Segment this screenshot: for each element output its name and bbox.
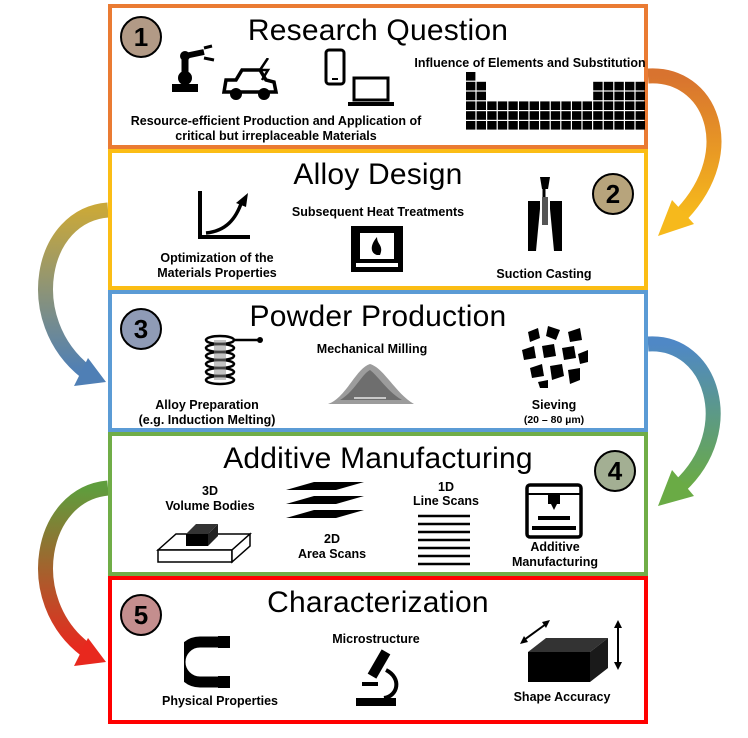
induction-coil-icon — [204, 334, 263, 386]
step-alloy-design: Alloy Design 2 Optimization of the Mater… — [108, 149, 648, 290]
label-optimization-2: Materials Properties — [157, 266, 277, 280]
label-alloy-preparation-2: (e.g. Induction Melting) — [138, 413, 276, 427]
connector-4-5 — [38, 480, 110, 666]
label-shape-accuracy: Shape Accuracy — [513, 690, 611, 704]
robot-arm-icon — [172, 44, 215, 92]
line-scan-icon — [418, 514, 470, 566]
sieved-particles-icon — [522, 326, 588, 388]
step-title: Characterization — [267, 586, 489, 619]
label-sieving-range: (20 – 80 µm) — [523, 414, 585, 426]
connector-1-2 — [647, 68, 722, 236]
step-number-badge: 5 — [120, 594, 162, 636]
volume-body-icon — [156, 524, 252, 564]
label-microstructure: Microstructure — [332, 632, 420, 646]
magnet-icon — [184, 636, 230, 688]
powder-pile-icon — [328, 364, 414, 404]
suction-casting-icon — [528, 177, 562, 251]
label-area-scans: Area Scans — [297, 547, 367, 561]
step-characterization: Characterization 5 Physical Properties M… — [108, 576, 648, 724]
step-number-badge: 4 — [594, 450, 636, 492]
3d-printer-icon — [525, 483, 583, 539]
electric-car-icon — [221, 58, 279, 100]
label-mechanical-milling: Mechanical Milling — [316, 342, 428, 356]
label-production: Resource-efficient Production and Applic… — [130, 114, 422, 128]
label-manufacturing: Manufacturing — [511, 555, 599, 569]
periodic-table-icon — [466, 72, 645, 130]
label-alloy-preparation: Alloy Preparation — [155, 398, 259, 412]
step-number-badge: 2 — [592, 173, 634, 215]
rising-curve-icon — [198, 191, 250, 239]
label-elements: Influence of Elements and Substitution — [414, 56, 646, 70]
label-physical-properties: Physical Properties — [161, 694, 279, 708]
step-number-badge: 1 — [120, 16, 162, 58]
label-suction-casting: Suction Casting — [496, 267, 592, 281]
smartphone-icon — [324, 48, 346, 86]
label-heat-treatments: Subsequent Heat Treatments — [291, 205, 465, 219]
step-research-question: Research Question 1 Resource-efficient P… — [108, 4, 648, 149]
step-title: Additive Manufacturing — [223, 442, 533, 475]
label-production-2: critical but irreplaceable Materials — [175, 129, 377, 143]
laptop-icon — [348, 76, 394, 106]
step-title: Research Question — [247, 14, 509, 47]
step-additive-manufacturing: Additive Manufacturing 4 — [108, 432, 648, 576]
label-optimization: Optimization of the — [160, 251, 274, 265]
label-line-dim: 1D — [438, 480, 454, 494]
label-area-dim: 2D — [324, 532, 340, 546]
label-volume-dim: 3D — [202, 484, 218, 498]
area-scan-icon — [286, 482, 364, 518]
step-title: Alloy Design — [293, 158, 463, 191]
label-line-scans: Line Scans — [413, 494, 479, 508]
step-number-badge: 3 — [120, 308, 162, 350]
step-powder-production: Powder Production 3 — [108, 290, 648, 432]
label-sieving: Sieving — [531, 398, 577, 412]
label-volume-bodies: Volume Bodies — [165, 499, 255, 513]
label-additive: Additive — [530, 540, 580, 554]
connector-3-4 — [647, 336, 721, 506]
shape-block-icon — [520, 620, 622, 682]
furnace-icon — [351, 226, 403, 272]
connector-2-3 — [38, 202, 110, 386]
step-title: Powder Production — [249, 300, 507, 333]
microscope-icon — [356, 649, 399, 706]
